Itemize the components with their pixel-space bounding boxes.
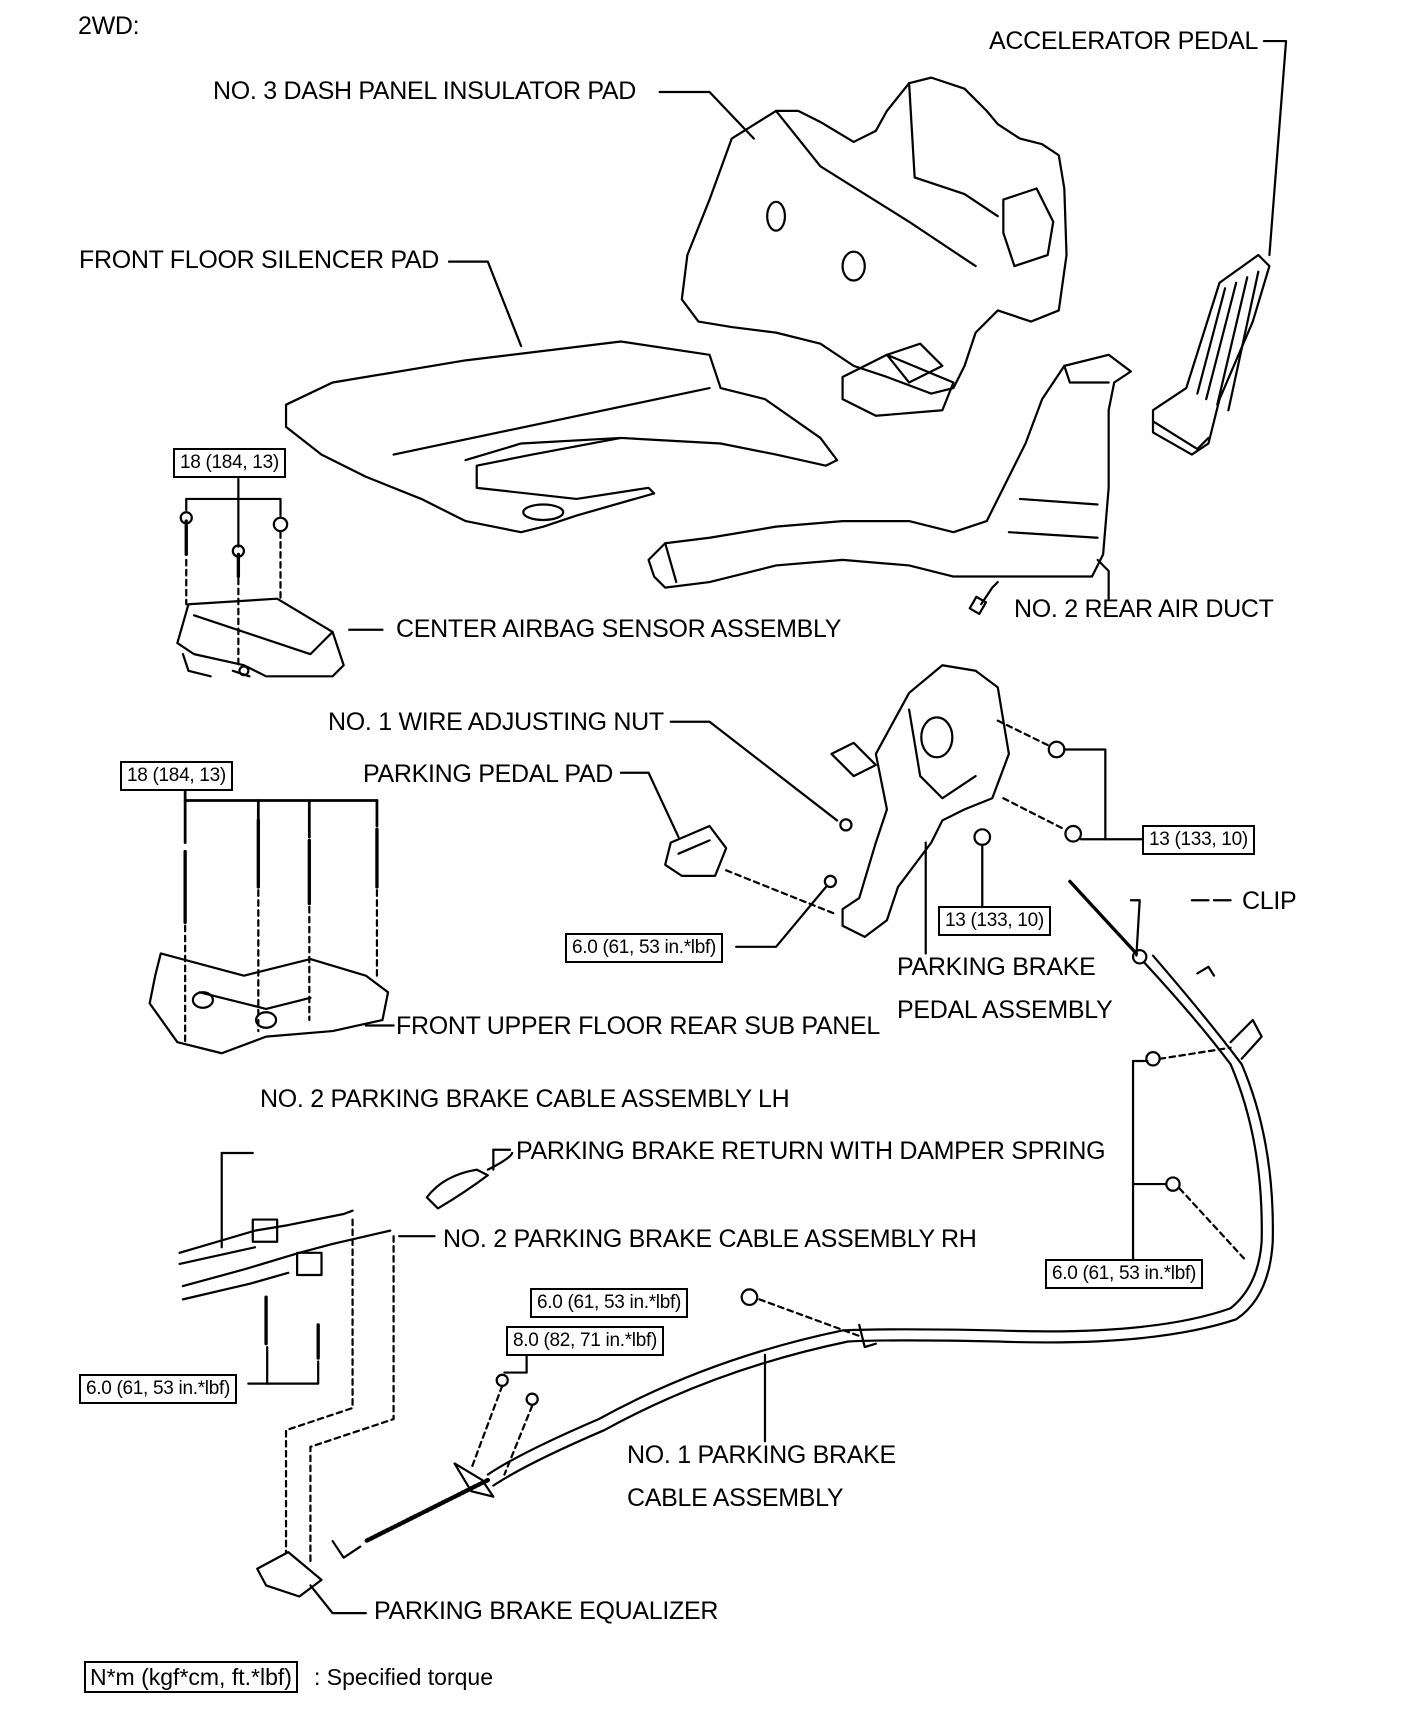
parking-pedal-pad-shape [664, 824, 728, 877]
parking-brake-pedal-drawing [664, 664, 1144, 955]
rear-air-duct-drawing [647, 353, 1132, 615]
label-center-airbag-sensor-assembly: CENTER AIRBAG SENSOR ASSEMBLY [396, 615, 842, 643]
label-parking-brake-pedal-assembly-line2: PEDAL ASSEMBLY [897, 996, 1113, 1024]
label-parking-brake-pedal-assembly-line1: PARKING BRAKE [897, 953, 1096, 981]
label-parking-brake-equalizer: PARKING BRAKE EQUALIZER [374, 1597, 719, 1625]
legend-unit-box: N*m (kgf*cm, ft.*lbf) [84, 1661, 298, 1693]
label-no2-parking-brake-cable-lh: NO. 2 PARKING BRAKE CABLE ASSEMBLY LH [260, 1085, 790, 1113]
torque-airbag-sensor: 18 (184, 13) [173, 448, 286, 478]
airbag-sensor-drawing [176, 477, 345, 678]
torque-sub-panel: 18 (184, 13) [120, 761, 233, 791]
torque-no2-cable-bolts: 6.0 (61, 53 in.*lbf) [79, 1374, 237, 1404]
no2-cables-drawing [178, 1148, 514, 1615]
label-no1-wire-adjusting-nut: NO. 1 WIRE ADJUSTING NUT [328, 708, 664, 736]
label-accelerator-pedal: ACCELERATOR PEDAL [989, 27, 1259, 55]
label-parking-pedal-pad: PARKING PEDAL PAD [363, 760, 614, 788]
no1-cable-drawing [331, 879, 1274, 1559]
label-no2-rear-air-duct: NO. 2 REAR AIR DUCT [1014, 595, 1274, 623]
front-floor-silencer-pad-drawing [284, 340, 839, 534]
torque-pedal-assembly-upper: 13 (133, 10) [1142, 825, 1255, 855]
torque-cable-front-bolts: 8.0 (82, 71 in.*lbf) [506, 1326, 664, 1356]
torque-pedal-assembly-lower: 13 (133, 10) [938, 906, 1051, 936]
torque-wire-adjusting-nut: 6.0 (61, 53 in.*lbf) [565, 933, 723, 963]
label-no1-parking-brake-cable-line2: CABLE ASSEMBLY [627, 1484, 844, 1512]
label-front-upper-floor-rear-sub-panel: FRONT UPPER FLOOR REAR SUB PANEL [396, 1012, 881, 1040]
torque-cable-right-clamps: 6.0 (61, 53 in.*lbf) [1045, 1259, 1203, 1289]
label-no1-parking-brake-cable-line1: NO. 1 PARKING BRAKE [627, 1441, 896, 1469]
accelerator-pedal-drawing [1151, 253, 1271, 456]
legend-description: : Specified torque [314, 1664, 494, 1690]
label-clip: CLIP [1242, 887, 1297, 915]
label-no3-dash-panel-insulator-pad: NO. 3 DASH PANEL INSULATOR PAD [213, 77, 637, 105]
dash-panel-insulator-pad-drawing [680, 76, 1068, 417]
label-parking-brake-return-spring: PARKING BRAKE RETURN WITH DAMPER SPRING [516, 1137, 1106, 1165]
leader-lines [348, 39, 1288, 948]
label-front-floor-silencer-pad: FRONT FLOOR SILENCER PAD [79, 246, 439, 274]
label-no2-parking-brake-cable-rh: NO. 2 PARKING BRAKE CABLE ASSEMBLY RH [443, 1225, 977, 1253]
torque-cable-mid-nut: 6.0 (61, 53 in.*lbf) [530, 1288, 688, 1318]
sub-panel-drawing [148, 789, 395, 1055]
drivetrain-label: 2WD: [78, 12, 140, 40]
